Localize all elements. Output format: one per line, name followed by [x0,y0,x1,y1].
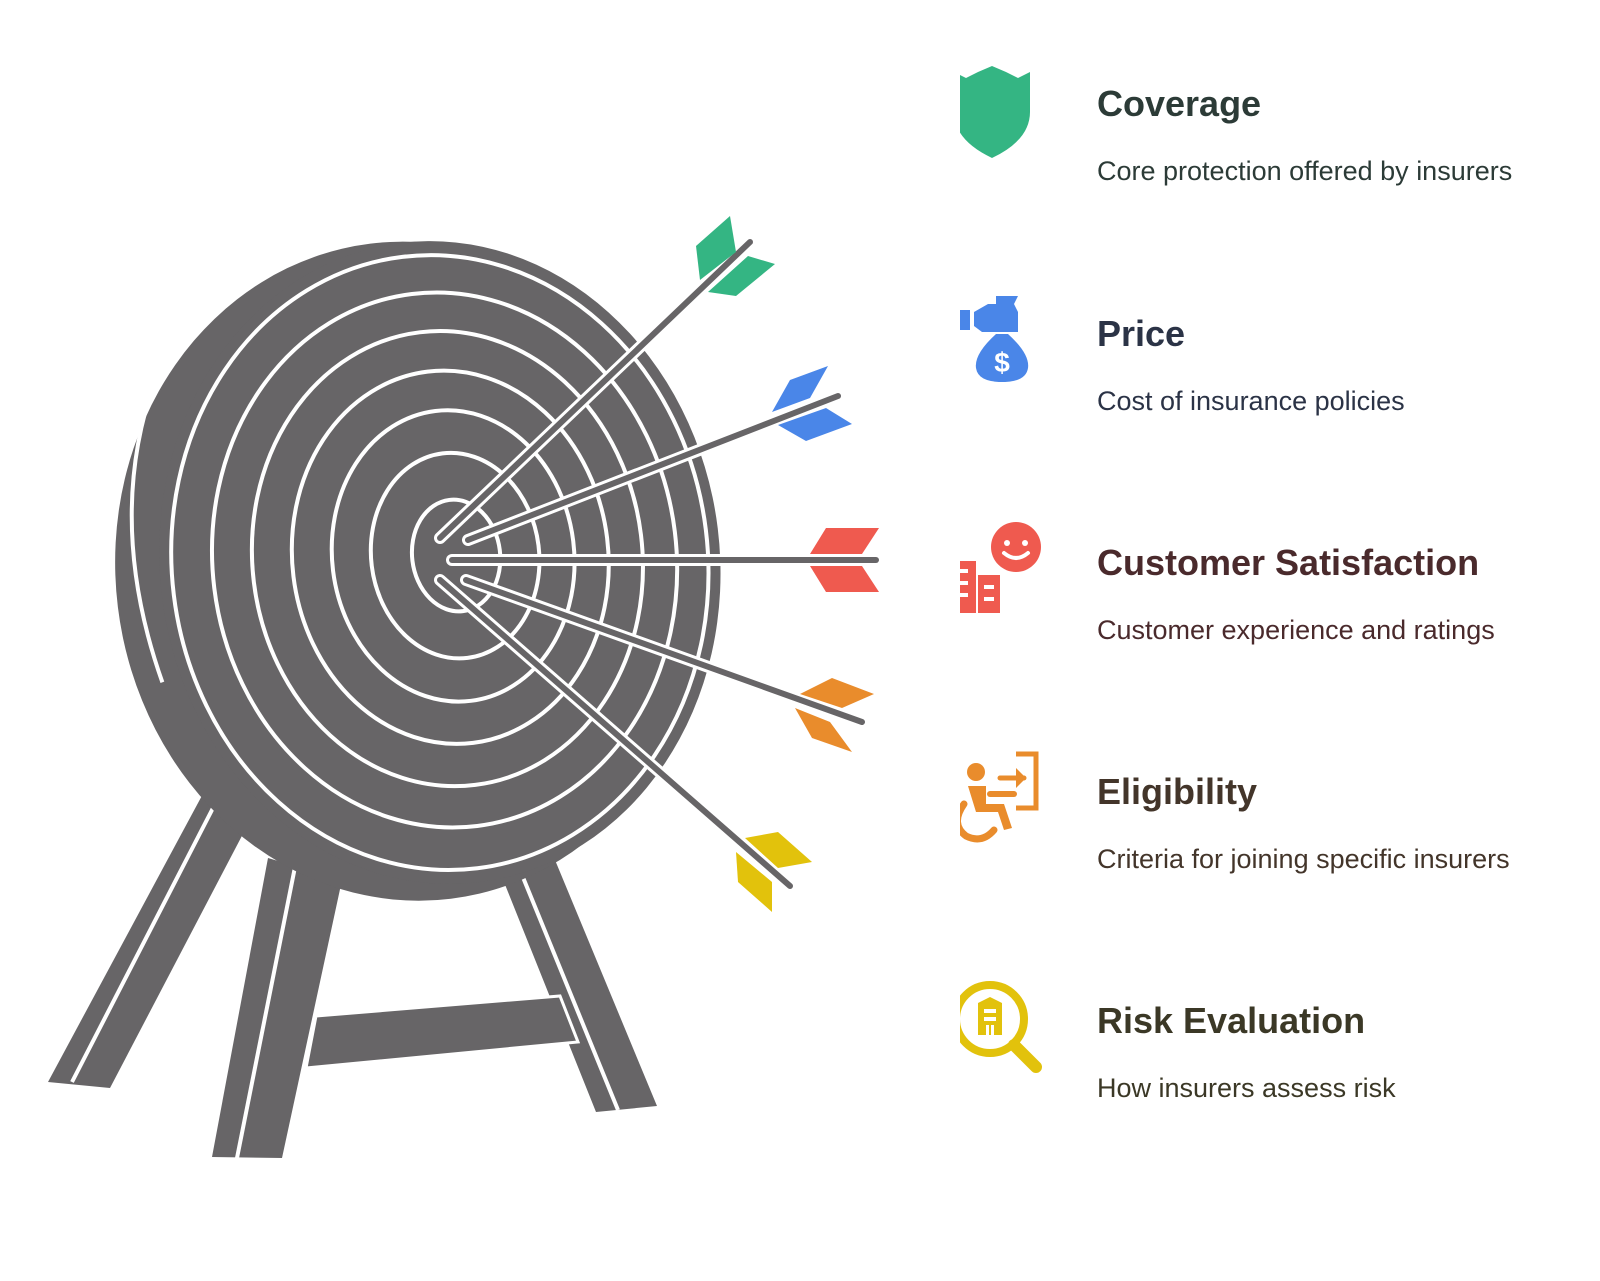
item-customer-satisfaction: Customer Satisfaction Customer experienc… [950,519,1580,699]
satisfied-customer-icon [950,519,1070,629]
item-description: Criteria for joining specific insurers [1097,844,1510,874]
svg-text:$: $ [994,347,1010,378]
item-title: Eligibility [1097,771,1258,812]
item-eligibility: Eligibility Criteria for joining specifi… [954,748,1580,928]
target-stand [48,790,657,1159]
item-title: Coverage [1097,83,1262,124]
money-bag-icon: $ [960,290,1070,400]
document-search-icon [952,977,1070,1087]
item-title: Risk Evaluation [1097,1000,1366,1041]
item-title: Customer Satisfaction [1097,542,1480,583]
shield-icon [954,60,1070,170]
arrow-red [446,528,882,592]
arrows [434,216,882,912]
item-risk-evaluation: Risk Evaluation How insurers assess risk [952,977,1580,1157]
item-description: How insurers assess risk [1097,1073,1396,1103]
target-illustration [48,216,882,1159]
arrow-yellow [434,574,812,912]
item-title: Price [1097,313,1186,354]
item-description: Core protection offered by insurers [1097,156,1513,186]
stand-right-leg [500,860,657,1112]
item-coverage: Coverage Core protection offered by insu… [954,60,1580,240]
item-price: $ Price Cost of insurance policies [960,290,1580,470]
arrow-orange [460,574,874,752]
arrow-blue [462,366,852,546]
item-description: Customer experience and ratings [1097,615,1495,645]
arrow-green [434,216,775,544]
accessible-entry-icon [954,748,1070,858]
target-board [115,241,721,901]
stand-middle-leg [212,858,342,1158]
stand-crossbar [304,994,581,1070]
item-description: Cost of insurance policies [1097,386,1405,416]
